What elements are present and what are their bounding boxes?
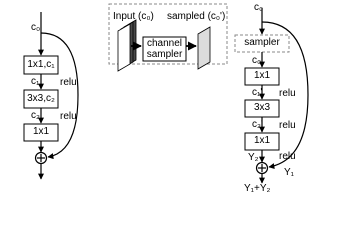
channel-sampler-label-line2: sampler [146,49,183,60]
left-residual-block [23,12,79,180]
right-skip-connection [261,21,309,169]
legend-dashed-border [108,3,228,65]
right-relu-label-1: relu [279,88,296,99]
legend-sampled-label: sampled (c₀') [167,11,226,22]
input-feature-stack [117,19,137,72]
left-channel-c2-label: c₂ [31,110,40,121]
left-skip-connection [40,32,79,160]
right-y2-label: Y₂ [248,152,259,163]
sampled-feature-map [197,26,211,70]
left-add-node [34,151,48,165]
left-layer-1-label: 1x1,c₁ [27,59,55,70]
left-layer-3-label: 1x1 [32,126,50,137]
left-input-label: c₀ [31,22,41,33]
right-layer-3-label: 1x1 [253,135,271,146]
right-channel-c1p-label: c₁' [252,87,263,98]
right-output-label: Y₁+Y₂ [244,183,271,194]
left-relu-label-2: relu [60,111,77,122]
channel-sampler-box [142,36,187,62]
diagram-canvas [23,3,309,184]
right-channel-c2p-label: c₂' [252,119,263,130]
sampler-legend [108,3,228,72]
channel-sampler-label-line1: channel [146,38,183,49]
legend-input-label: Input (c₀) [113,11,154,22]
right-relu-label-2: relu [279,120,296,131]
right-layer-1-label: 1x1 [253,70,271,81]
right-layer-2-label: 3x3 [253,102,271,113]
right-residual-block [234,8,309,184]
right-add-node [255,161,269,175]
right-relu-label-3: relu [279,151,296,162]
left-channel-c1-label: c₁ [31,76,40,87]
left-relu-label-1: relu [60,77,77,88]
right-input-label: c₀ [254,2,264,13]
right-channel-c0p-label: c₀' [252,55,264,66]
right-sampler-label: sampler [244,37,280,48]
right-y1-label: Y₁ [284,167,295,178]
left-layer-2-label: 3x3,c₂ [27,93,55,104]
